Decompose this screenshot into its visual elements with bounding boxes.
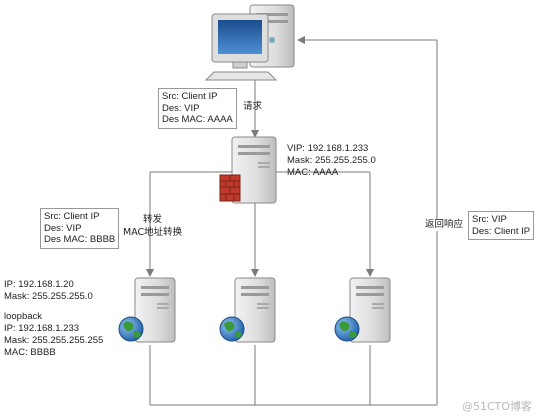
director-mask: Mask: 255.255.255.0 [287, 155, 376, 166]
real-server-ip: IP: 192.168.1.20 [4, 279, 74, 290]
loopback-mask: Mask: 255.255.255.255 [4, 335, 104, 346]
connection-lines [146, 36, 438, 406]
director-mac: MAC: AAAA [287, 167, 339, 178]
forward-label: 转发 [143, 214, 163, 225]
real-server-mac: MAC: BBBB [4, 347, 56, 358]
forward-packet-src: Src: Client IP [44, 211, 100, 222]
watermark: @51CTO博客 [462, 400, 533, 413]
client-packet-box: Src: Client IP Des: VIP Des MAC: AAAA [158, 88, 237, 129]
return-label: 返回响应 [425, 219, 464, 231]
mac-translate-label: MAC地址转换 [123, 227, 183, 238]
loopback-ip: IP: 192.168.1.233 [4, 323, 80, 334]
client-packet-src: Src: Client IP [162, 91, 218, 102]
globe-icon [118, 316, 144, 342]
real-server-1-icon [134, 277, 176, 343]
forward-packet-box: Src: Client IP Des: VIP Des MAC: BBBB [40, 208, 120, 249]
firewall-icon [219, 174, 241, 202]
real-server-3-icon [349, 277, 391, 343]
client-packet-des: Des: VIP [162, 102, 200, 114]
globe-icon [334, 316, 360, 342]
forward-packet-des: Des: VIP [44, 222, 82, 234]
real-server-mask: Mask: 255.255.255.0 [4, 291, 93, 302]
return-packet-box: Src: VIP Des: Client IP [468, 211, 535, 240]
client-packet-mac: Des MAC: AAAA [162, 114, 233, 125]
real-server-2-icon [234, 277, 276, 343]
director-vip: VIP: 192.168.1.233 [287, 143, 369, 154]
forward-packet-mac: Des MAC: BBBB [44, 234, 116, 245]
request-label: 请求 [243, 101, 263, 112]
return-packet-des: Des: Client IP [472, 225, 531, 237]
client-computer-icon [204, 4, 295, 81]
loopback-label: loopback [4, 311, 43, 322]
globe-icon [219, 316, 245, 342]
return-packet-src: Src: VIP [472, 214, 507, 225]
director-server-icon [231, 136, 277, 204]
